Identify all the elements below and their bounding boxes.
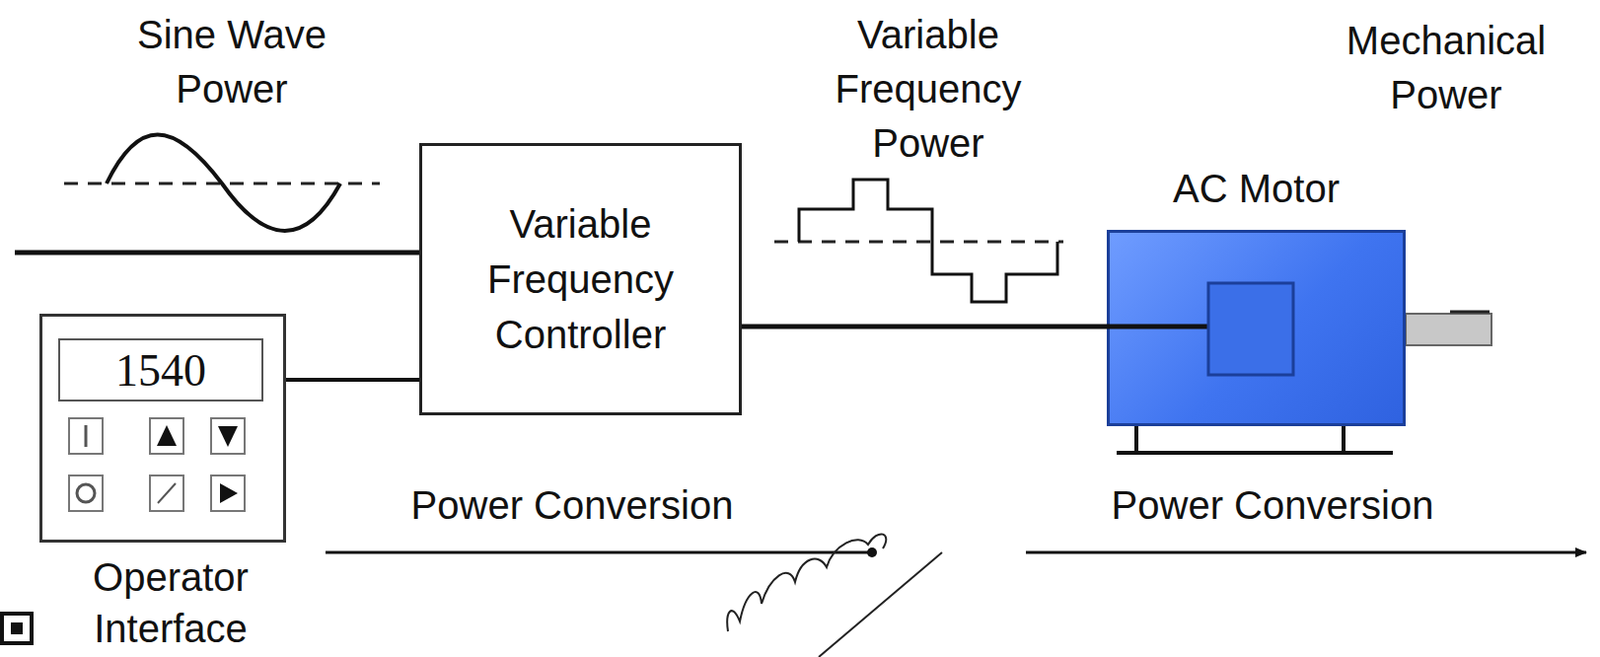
- shaft-key: [1450, 310, 1490, 314]
- signal-label: Variable Frequency Power: [795, 7, 1062, 171]
- connector-line: [741, 324, 1107, 330]
- motor-body: AC Motor: [1106, 229, 1406, 427]
- signal-label: Sine Wave Power: [88, 7, 375, 117]
- controller-label: Variable Frequency Controller: [422, 196, 739, 363]
- down-symbol: [218, 426, 238, 447]
- keypad-button: [69, 418, 103, 454]
- motor-lead: [1106, 324, 1209, 330]
- stop-symbol: [76, 484, 95, 503]
- flow-label: Power Conversion: [325, 477, 819, 533]
- supply-line: [14, 250, 420, 256]
- motor-base: [1116, 450, 1393, 455]
- motor-label: AC Motor: [1109, 163, 1403, 214]
- stepped-waveform: [799, 179, 1058, 302]
- controller-box: Variable Frequency Controller: [419, 143, 742, 416]
- keypad-button: [211, 475, 245, 511]
- panel-caption: Operator Interface: [42, 551, 299, 655]
- flow-arrow: [325, 551, 873, 555]
- play-symbol: [219, 483, 238, 504]
- motor-shaft: [1405, 313, 1492, 346]
- display-readout: 1540: [58, 338, 264, 402]
- connector-line: [286, 377, 420, 382]
- keypad-button: [69, 475, 103, 511]
- motor-detail: [1106, 229, 1406, 427]
- signal-label: Mechanical Power: [1302, 13, 1591, 123]
- zero-axis: [774, 240, 1064, 244]
- up-symbol: [156, 425, 177, 446]
- keypad-button: [211, 418, 245, 454]
- rotor-square: [1208, 283, 1294, 375]
- flow-arrow: [1025, 551, 1587, 555]
- flow-label: Power Conversion: [1025, 477, 1520, 533]
- arrow-dot: [867, 547, 877, 558]
- motor-foot: [1134, 426, 1139, 452]
- run-symbol: [84, 425, 88, 447]
- qr-icon: [10, 622, 23, 635]
- motor-foot: [1341, 426, 1346, 452]
- keypad-button: [149, 418, 184, 454]
- sine-wave: [106, 135, 341, 232]
- slash-symbol: [157, 483, 176, 504]
- signature: [727, 533, 943, 657]
- keypad-button: [149, 475, 184, 511]
- qr-icon: [1, 613, 32, 644]
- operator-panel: 1540Operator Interface: [39, 313, 287, 543]
